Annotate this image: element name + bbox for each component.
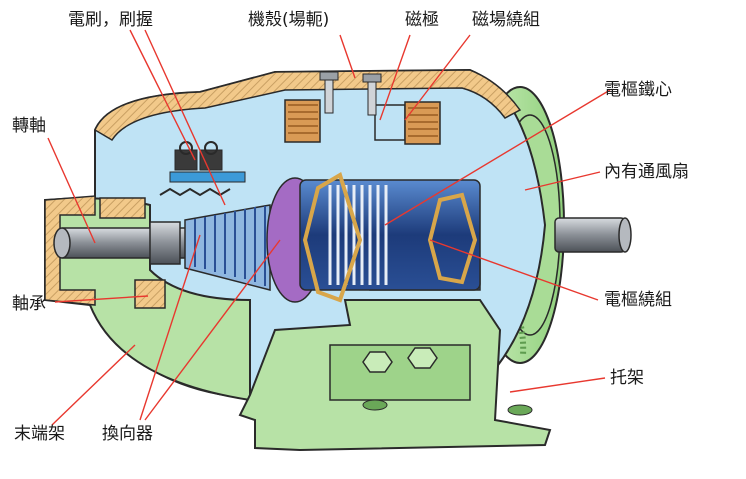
label-shaft: 轉軸 [12, 116, 46, 136]
label-pole: 磁極 [405, 10, 439, 30]
bearing [99, 197, 166, 309]
label-bearing: 軸承 [12, 294, 46, 314]
label-armature-core: 電樞鐵心 [604, 80, 672, 100]
field-pole-assembly [284, 71, 441, 145]
label-brush: 電刷，刷握 [68, 10, 153, 30]
label-fan: 內有通風扇 [604, 162, 689, 182]
armature [299, 171, 481, 303]
label-field-winding: 磁場繞組 [472, 10, 540, 30]
mounting-bracket [238, 299, 552, 452]
shaft-right-end [554, 217, 632, 253]
brush-holder-assembly [159, 141, 246, 197]
label-armature-winding: 電樞繞組 [604, 290, 672, 310]
label-end-bell: 末端架 [14, 424, 65, 444]
label-commutator: 換向器 [102, 424, 153, 444]
label-frame: 機殼(場軛) [248, 10, 330, 30]
commutator [184, 204, 271, 291]
label-bracket: 托架 [610, 368, 644, 388]
label-leader-lines [47, 29, 611, 426]
